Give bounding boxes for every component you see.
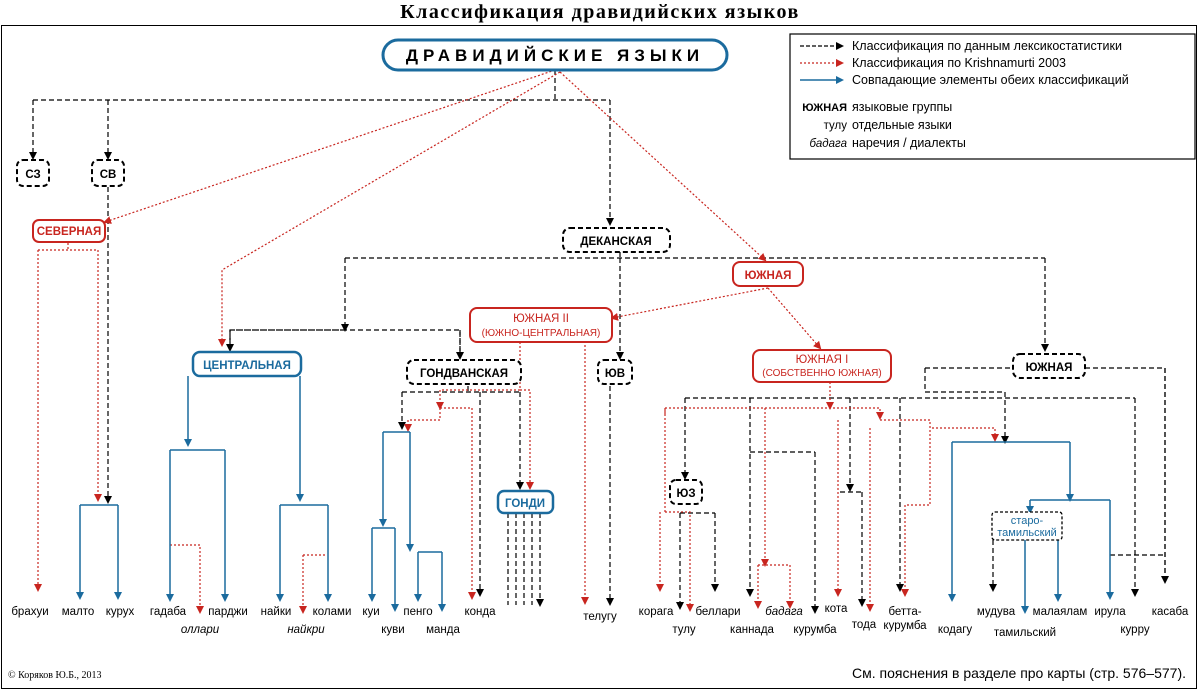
legend-group-desc: языковые группы bbox=[852, 100, 952, 114]
lang-malayalam: малаялам bbox=[1033, 606, 1088, 618]
se-node bbox=[597, 359, 633, 385]
old-tamil-sublabel: тамильский bbox=[997, 527, 1057, 539]
diagram-frame bbox=[1, 25, 1197, 689]
sw-node bbox=[669, 479, 703, 505]
southern-l-node bbox=[1012, 353, 1086, 379]
nw-node bbox=[16, 159, 50, 187]
legend-dial-desc: наречия / диалекты bbox=[852, 136, 966, 150]
south1-label: ЮЖНАЯ I bbox=[796, 354, 849, 366]
lang-tamil: тамильский bbox=[994, 627, 1056, 639]
lang-irula: ирула bbox=[1094, 606, 1126, 618]
lang-kurru: курру bbox=[1120, 624, 1149, 636]
lang-kolami: колами bbox=[313, 606, 352, 618]
south1-sublabel: (СОБСТВЕННО ЮЖНАЯ) bbox=[762, 368, 881, 379]
lang-kasaba: касаба bbox=[1152, 606, 1189, 618]
lang-toda: тода bbox=[852, 619, 877, 631]
lang-koraga: корага bbox=[639, 606, 674, 618]
legend-both-text: Совпадающие элементы обеих классификаций bbox=[852, 73, 1129, 87]
lang-malto: малто bbox=[62, 606, 95, 618]
shared-edges bbox=[80, 376, 1114, 614]
lang-manda: манда bbox=[426, 624, 460, 636]
gondi-node bbox=[496, 489, 555, 515]
legend-krish-text: Классификация по Krishnamurti 2003 bbox=[852, 56, 1066, 70]
gondi-label: ГОНДИ bbox=[505, 498, 545, 510]
deccan-node bbox=[562, 227, 671, 253]
lang-telugu: телугу bbox=[583, 611, 617, 623]
legend-box bbox=[789, 33, 1196, 160]
lang-kannada: каннада bbox=[730, 624, 774, 636]
language-labels: брахуи малто курух гадаба оллари парджи … bbox=[11, 603, 1189, 639]
sw-label: ЮЗ bbox=[676, 488, 695, 500]
legend-lex-text: Классификация по данным лексикостатистик… bbox=[852, 39, 1122, 53]
lang-parji: парджи bbox=[208, 606, 248, 618]
old-tamil-label: старо- bbox=[1011, 515, 1044, 527]
southern-k-label: ЮЖНАЯ bbox=[745, 270, 792, 282]
lang-betta-kurumba-2: курумба bbox=[883, 620, 927, 632]
lang-kurukh: курух bbox=[106, 606, 135, 618]
central-label: ЦЕНТРАЛЬНАЯ bbox=[203, 360, 291, 372]
diagram-title: Классификация дравидийских языков bbox=[400, 1, 800, 23]
lang-bellari: беллари bbox=[695, 606, 740, 618]
lang-naiki: найки bbox=[261, 606, 292, 618]
southern-l-label: ЮЖНАЯ bbox=[1026, 362, 1073, 374]
legend-dial-example: бадага bbox=[809, 138, 847, 150]
copyright: © Коряков Ю.Б., 2013 bbox=[8, 670, 102, 681]
lang-betta-kurumba: бетта- bbox=[888, 606, 921, 618]
lang-kodagu: кодагу bbox=[938, 624, 973, 636]
old-tamil-node bbox=[991, 511, 1063, 541]
lang-ollari: оллари bbox=[181, 624, 220, 636]
gondwana-node bbox=[406, 359, 522, 385]
south1-node bbox=[752, 349, 892, 383]
lang-tulu: тулу bbox=[672, 624, 696, 636]
lang-badaga: бадага bbox=[765, 606, 803, 618]
ne-node bbox=[91, 159, 125, 187]
legend: Классификация по данным лексикостатистик… bbox=[789, 33, 1196, 160]
nw-label: СЗ bbox=[25, 169, 40, 181]
lang-kui: куи bbox=[362, 606, 379, 618]
lexicostatistic-edges bbox=[29, 70, 1169, 612]
northern-label: СЕВЕРНАЯ bbox=[37, 226, 102, 238]
root-node bbox=[381, 38, 729, 72]
central-node bbox=[191, 350, 303, 378]
deccan-label: ДЕКАНСКАЯ bbox=[580, 236, 651, 248]
lang-konda: конда bbox=[464, 606, 496, 618]
root-label: ДРАВИДИЙСКИЕ ЯЗЫКИ bbox=[406, 46, 704, 65]
lang-kuvi: куви bbox=[381, 624, 404, 636]
lang-gadaba: гадаба bbox=[150, 606, 187, 618]
lang-muduva: мудува bbox=[977, 606, 1016, 618]
lang-kurumba: курумба bbox=[793, 624, 837, 636]
south2-sublabel: (ЮЖНО-ЦЕНТРАЛЬНАЯ) bbox=[482, 328, 601, 339]
lang-pengo: пенго bbox=[403, 606, 432, 618]
lang-kota: кота bbox=[825, 603, 848, 615]
south2-label: ЮЖНАЯ II bbox=[513, 313, 569, 325]
south2-node bbox=[469, 307, 613, 343]
southern-k-node bbox=[732, 261, 804, 287]
lang-brahui: брахуи bbox=[11, 606, 48, 618]
legend-group-example: ЮЖНАЯ bbox=[802, 102, 847, 114]
lang-naikri: найкри bbox=[287, 624, 325, 636]
footnote: См. пояснения в разделе про карты (стр. … bbox=[852, 665, 1186, 681]
northern-node bbox=[32, 219, 106, 243]
legend-lang-example: тулу bbox=[824, 120, 848, 132]
se-label: ЮВ bbox=[605, 368, 625, 380]
legend-lang-desc: отдельные языки bbox=[852, 118, 952, 132]
gondwana-label: ГОНДВАНСКАЯ bbox=[420, 368, 508, 380]
ne-label: СВ bbox=[100, 169, 117, 181]
